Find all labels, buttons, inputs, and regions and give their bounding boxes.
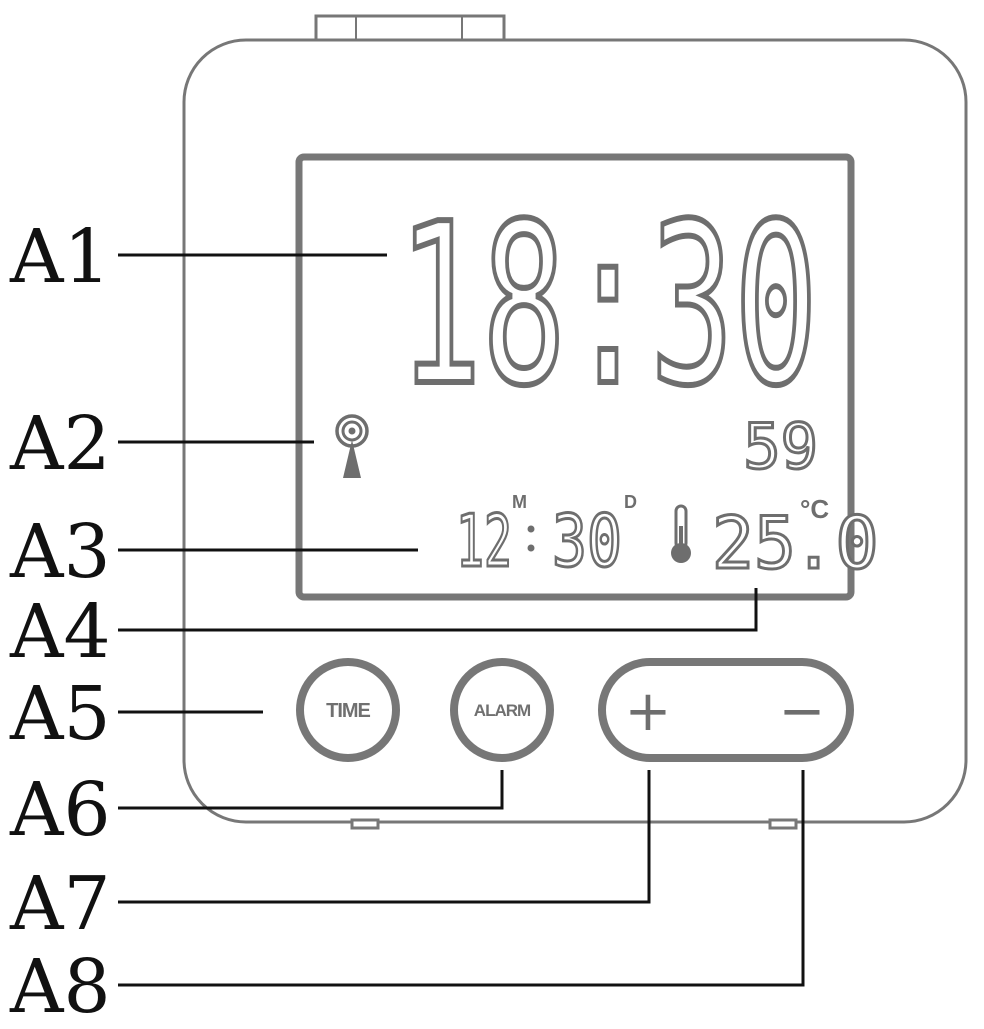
temperature-value: 25 [712, 501, 796, 585]
date-day: 30 [552, 499, 622, 583]
time-button-label: TIME [326, 700, 370, 722]
leader-a6 [118, 770, 504, 810]
temperature-readout: 25 .0 °C [711, 494, 881, 587]
radio-signal-icon [335, 414, 369, 478]
callout-a7: A7 [9, 861, 111, 947]
callout-a3: A3 [9, 509, 111, 595]
date-day-marker: D [624, 492, 637, 512]
snooze-bar [314, 14, 506, 44]
callout-a5: A5 [9, 671, 111, 757]
time-button[interactable]: TIME [296, 658, 400, 762]
date-readout: 12 M 30 D [455, 492, 638, 585]
leader-a7 [118, 770, 651, 904]
clock-foot-right [768, 818, 798, 830]
leader-a4 [118, 588, 758, 632]
plus-minus-button[interactable] [598, 658, 854, 762]
seconds-readout: 59 [743, 410, 818, 483]
callout-a8: A8 [9, 944, 111, 1029]
minus-button[interactable]: − [779, 679, 826, 744]
temperature-unit: °C [800, 494, 829, 524]
leader-a8 [118, 770, 805, 987]
thermometer-icon [671, 504, 691, 563]
callout-a4: A4 [9, 589, 111, 675]
lcd-screen [295, 153, 855, 601]
callout-a2: A2 [9, 401, 111, 487]
temperature-decimal: .0 [792, 501, 879, 585]
alarm-button[interactable]: ALARM [450, 658, 554, 762]
clock-foot-left [350, 818, 380, 830]
callout-a6: A6 [9, 767, 111, 853]
plus-button[interactable]: + [625, 679, 672, 744]
alarm-button-label: ALARM [474, 701, 531, 720]
main-time: 18:30 [398, 177, 818, 435]
date-month-marker: M [512, 492, 527, 512]
callout-a1: A1 [9, 214, 111, 300]
date-month: 12 [456, 499, 512, 583]
